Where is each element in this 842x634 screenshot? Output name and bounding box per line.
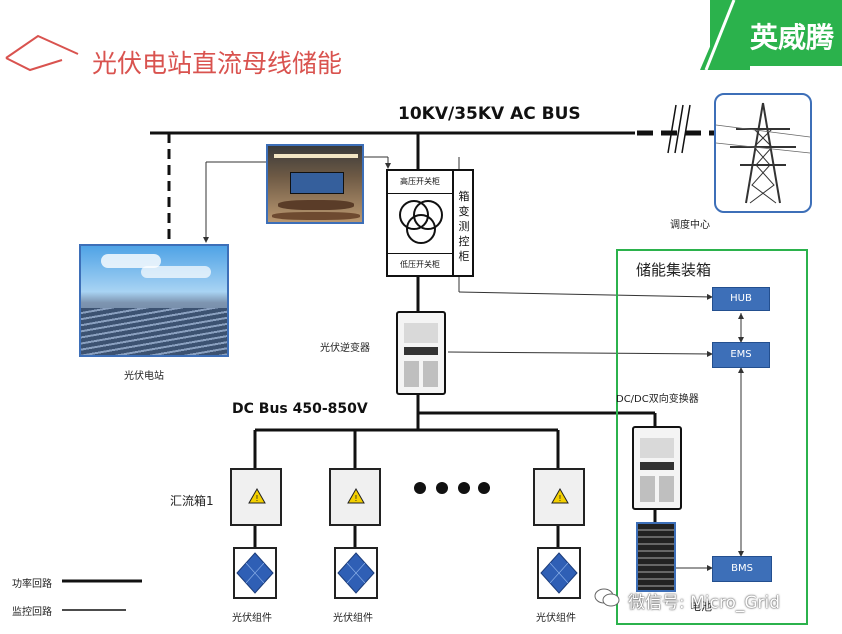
pv-station-label: 光伏电站: [124, 371, 164, 382]
solar-panel-icon: [540, 552, 578, 594]
ellipsis-dot: [478, 482, 490, 494]
page-title: 光伏电站直流母线储能: [92, 49, 343, 78]
svg-text:!: !: [558, 494, 561, 503]
wechat-icon: [594, 587, 620, 609]
dispatch-center-image: [714, 93, 812, 213]
ellipsis-dot: [458, 482, 470, 494]
pv-module-label: 光伏组件: [333, 613, 373, 624]
pv-station-image: [79, 244, 229, 357]
lv-switch-label: 低压开关柜: [400, 260, 440, 269]
warning-icon: !: [551, 488, 569, 504]
ellipsis-dot: [414, 482, 426, 494]
ess-container-title: 储能集装箱: [636, 261, 712, 279]
warning-icon: !: [347, 488, 365, 504]
hub-box: HUB: [712, 287, 770, 311]
box-transformer-char: 变: [458, 205, 470, 218]
pv-module: [233, 547, 277, 599]
hv-switch-label: 高压开关柜: [400, 177, 440, 186]
combiner-box-label: 汇流箱1: [170, 494, 214, 508]
dispatch-center-label: 调度中心: [670, 220, 710, 231]
combiner-box: !: [230, 468, 282, 526]
box-transformer-char: 测: [458, 220, 470, 233]
box-transformer: 高压开关柜 低压开关柜 箱 变 测 控 柜: [386, 169, 474, 277]
pv-inverter-cabinet: [396, 311, 446, 395]
logo-chevron-icon: [5, 34, 79, 72]
solar-panel-icon: [236, 552, 274, 594]
svg-text:!: !: [354, 494, 357, 503]
battery-label: 电池: [690, 600, 712, 613]
transmission-tower-icon: [715, 102, 811, 204]
dcdc-converter-label: DC/DC双向变换器: [616, 394, 699, 405]
brand-logo-text: 英威腾: [749, 21, 834, 54]
solar-panel-icon: [337, 552, 375, 594]
battery-rack: [636, 522, 676, 592]
box-transformer-char: 柜: [458, 250, 470, 263]
bms-box: BMS: [712, 556, 772, 582]
pv-module: [537, 547, 581, 599]
ac-bus-label: 10KV/35KV AC BUS: [398, 104, 581, 124]
pv-module-label: 光伏组件: [536, 613, 576, 624]
pv-module-label: 光伏组件: [232, 613, 272, 624]
hub-label: HUB: [730, 293, 752, 304]
transformer-icon: [399, 200, 443, 244]
svg-text:!: !: [255, 494, 258, 503]
legend-monitor-loop: 监控回路: [12, 607, 52, 618]
ems-box: EMS: [712, 342, 770, 368]
ellipsis-dot: [436, 482, 448, 494]
control-room-image: [266, 144, 364, 224]
ems-label: EMS: [730, 349, 752, 360]
brand-swoosh: [700, 0, 750, 70]
box-transformer-char: 控: [458, 235, 470, 248]
warning-icon: !: [248, 488, 266, 504]
dcdc-converter-cabinet: [632, 426, 682, 510]
combiner-box: !: [533, 468, 585, 526]
legend-power-loop: 功率回路: [12, 579, 52, 590]
box-transformer-char: 箱: [458, 190, 470, 203]
ess-container-box: [616, 249, 808, 625]
dc-bus-label: DC Bus 450-850V: [232, 401, 368, 417]
pv-inverter-label: 光伏逆变器: [320, 343, 370, 354]
watermark-text: 微信号: Micro_Grid: [628, 593, 781, 613]
bms-label: BMS: [731, 563, 753, 574]
combiner-box: !: [329, 468, 381, 526]
pv-module: [334, 547, 378, 599]
